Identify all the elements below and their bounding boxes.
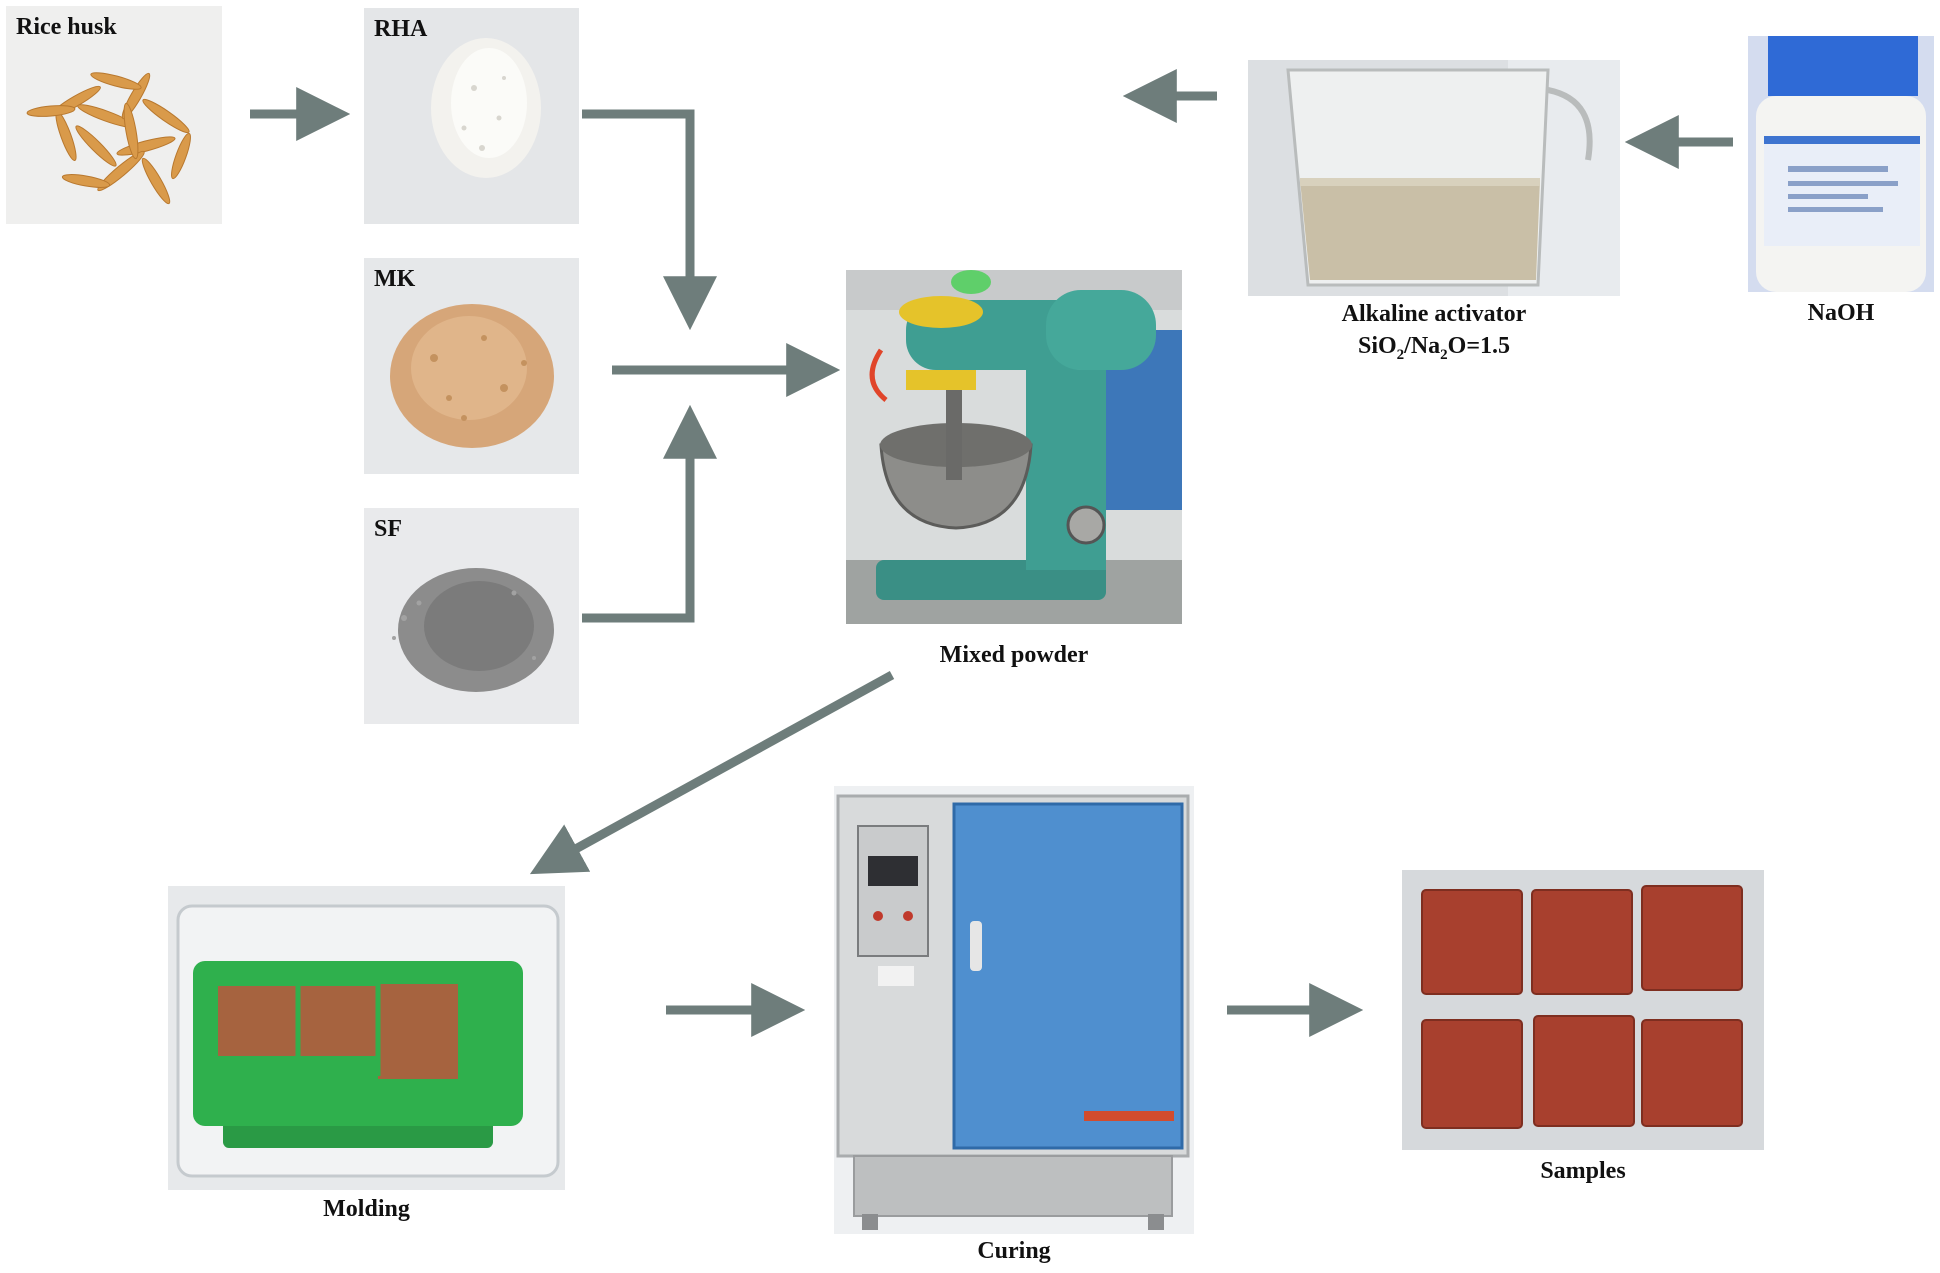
samples-caption: Samples (1540, 1158, 1626, 1184)
naoh-bottle-photo (1748, 36, 1934, 292)
alkaline-activator-caption: Alkaline activator SiO2/Na2O=1.5 (1248, 298, 1620, 371)
mk-photo: MK (364, 258, 579, 474)
curing-cabinet-photo (834, 786, 1194, 1234)
naoh-caption: NaOH (1807, 300, 1875, 326)
alkaline-activator-photo (1248, 60, 1620, 296)
rha-label: RHA (374, 16, 428, 42)
alkaline-activator-line1: Alkaline activator (1341, 301, 1527, 327)
alkaline-activator-ratio: SiO2/Na2O=1.5 (1357, 333, 1511, 363)
molding-caption: Molding (323, 1196, 410, 1222)
arrow-rha-to-mixer (582, 109, 717, 331)
rha-photo: RHA (364, 8, 579, 224)
samples-photo (1402, 870, 1764, 1150)
mk-label: MK (374, 266, 416, 292)
sf-label: SF (374, 516, 403, 542)
arrow-sf-to-mixer (582, 404, 717, 623)
sf-photo: SF (364, 508, 579, 724)
mixer-photo (846, 270, 1182, 624)
rice-husk-label: Rice husk (16, 14, 117, 40)
mixed-powder-caption: Mixed powder (939, 642, 1089, 668)
rice-husk-photo: Rice husk (6, 6, 222, 224)
molding-photo (168, 886, 565, 1190)
curing-caption: Curing (977, 1238, 1051, 1264)
